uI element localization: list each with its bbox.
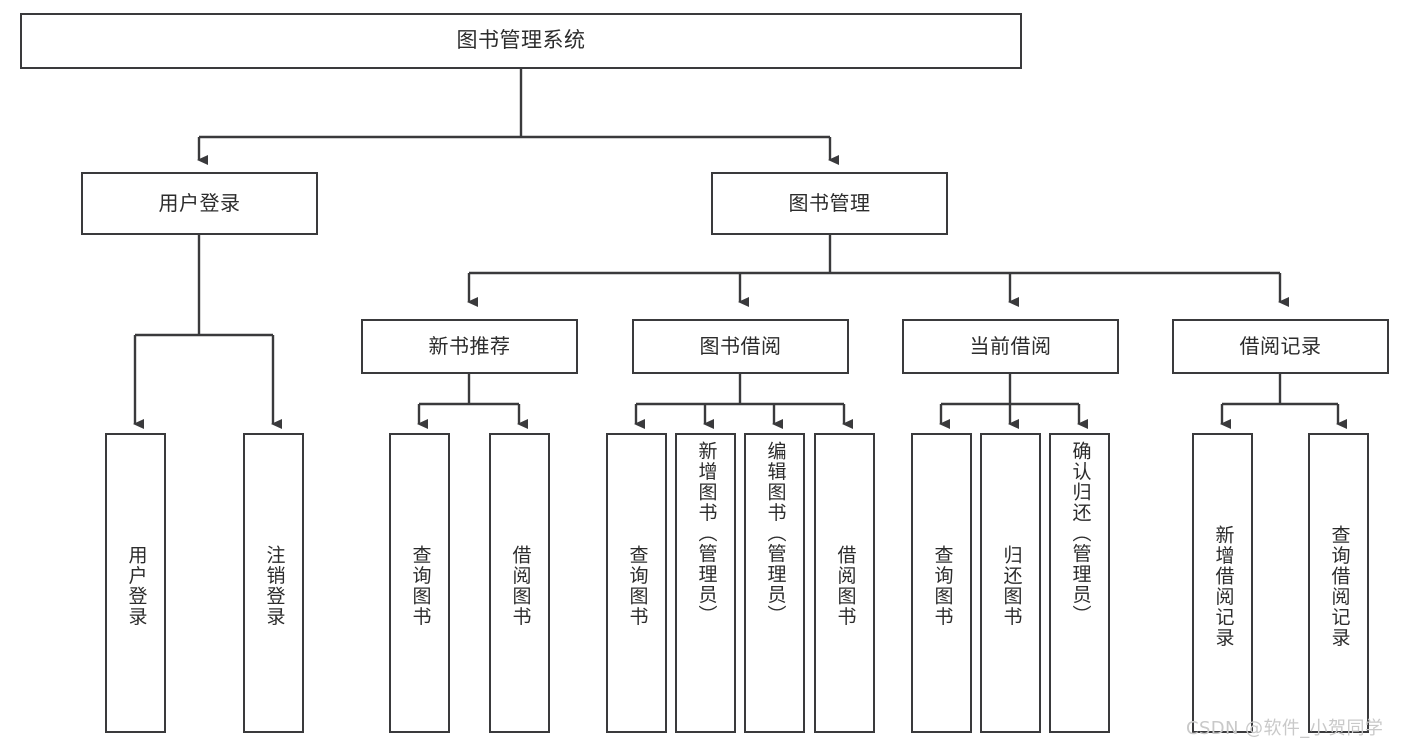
leaf-query-book-current-label: 查询图书 — [931, 545, 954, 627]
node-book-management-label: 图书管理 — [788, 191, 871, 216]
leaf-query-book-recommend-label: 查询图书 — [409, 545, 432, 627]
leaf-query-borrow-record-label: 查询借阅记录 — [1328, 524, 1351, 648]
leaf-borrow-book-label: 借阅图书 — [834, 545, 857, 627]
node-new-book-recommend[interactable]: 新书推荐 — [361, 319, 578, 374]
node-borrow-record[interactable]: 借阅记录 — [1172, 319, 1389, 374]
node-root-system[interactable]: 图书管理系统 — [20, 13, 1022, 69]
leaf-return-book[interactable]: 归还图书 — [980, 433, 1041, 733]
leaf-query-borrow-record[interactable]: 查询借阅记录 — [1308, 433, 1369, 733]
node-book-management[interactable]: 图书管理 — [711, 172, 948, 235]
leaf-query-book[interactable]: 查询图书 — [606, 433, 667, 733]
leaf-logout[interactable]: 注销登录 — [243, 433, 304, 733]
leaf-edit-book-admin-label: 编辑图书（管理员） — [764, 441, 787, 626]
leaf-edit-book-admin[interactable]: 编辑图书（管理员） — [744, 433, 805, 733]
node-current-borrow[interactable]: 当前借阅 — [902, 319, 1119, 374]
leaf-confirm-return-admin-label: 确认归还（管理员） — [1069, 441, 1092, 626]
leaf-add-book-admin-label: 新增图书（管理员） — [695, 441, 718, 626]
leaf-logout-label: 注销登录 — [263, 545, 286, 627]
node-root-system-label: 图书管理系统 — [456, 28, 586, 53]
leaf-query-book-current[interactable]: 查询图书 — [911, 433, 972, 733]
leaf-user-login[interactable]: 用户登录 — [105, 433, 166, 733]
leaf-add-borrow-record[interactable]: 新增借阅记录 — [1192, 433, 1253, 733]
leaf-user-login-label: 用户登录 — [125, 545, 148, 627]
leaf-add-book-admin[interactable]: 新增图书（管理员） — [675, 433, 736, 733]
leaf-confirm-return-admin[interactable]: 确认归还（管理员） — [1049, 433, 1110, 733]
node-book-borrow-label: 图书借阅 — [699, 334, 782, 359]
leaf-borrow-book-recommend-label: 借阅图书 — [509, 545, 532, 627]
leaf-borrow-book[interactable]: 借阅图书 — [814, 433, 875, 733]
node-user-login-label: 用户登录 — [158, 191, 241, 216]
node-user-login[interactable]: 用户登录 — [81, 172, 318, 235]
leaf-borrow-book-recommend[interactable]: 借阅图书 — [489, 433, 550, 733]
csdn-watermark: CSDN @软件_小贺同学 — [1186, 718, 1384, 739]
leaf-query-book-label: 查询图书 — [626, 545, 649, 627]
leaf-return-book-label: 归还图书 — [1000, 545, 1023, 627]
node-borrow-record-label: 借阅记录 — [1239, 334, 1322, 359]
node-current-borrow-label: 当前借阅 — [969, 334, 1052, 359]
leaf-query-book-recommend[interactable]: 查询图书 — [389, 433, 450, 733]
node-book-borrow[interactable]: 图书借阅 — [632, 319, 849, 374]
leaf-add-borrow-record-label: 新增借阅记录 — [1212, 524, 1235, 648]
node-new-book-recommend-label: 新书推荐 — [428, 334, 511, 359]
